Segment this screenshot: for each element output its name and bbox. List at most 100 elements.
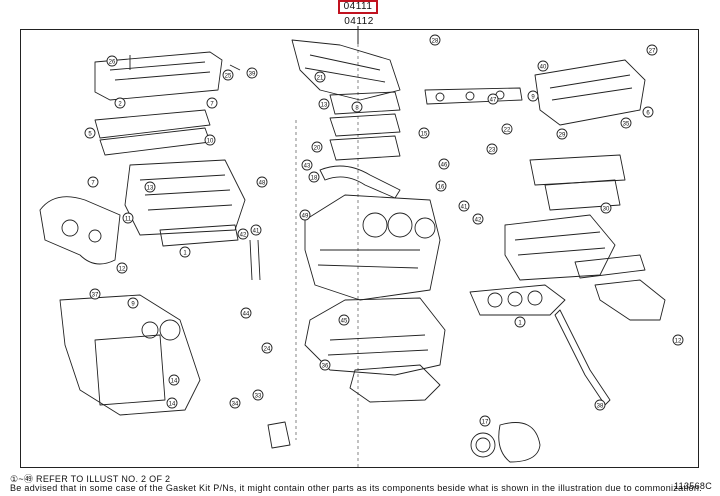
callout-6: 6 [642, 106, 654, 118]
callout-28: 28 [429, 34, 441, 46]
oil-pan-gasket [349, 364, 441, 403]
callout-23: 23 [486, 143, 498, 155]
callout-number: 7 [91, 180, 95, 186]
callout-number: 45 [341, 318, 348, 324]
callout-number: 5 [88, 131, 92, 137]
callout-25: 25 [222, 69, 234, 81]
callout-number: 9 [531, 94, 535, 100]
callout-35: 35 [620, 117, 632, 129]
callout-number: 42 [475, 217, 482, 223]
callout-number: 38 [597, 403, 604, 409]
water-inlet [267, 421, 291, 449]
callout-number: 2 [118, 101, 122, 107]
kit-code-box[interactable]: 04111 [338, 0, 378, 14]
callout-15: 15 [418, 127, 430, 139]
callout-36: 36 [319, 359, 331, 371]
callout-16: 16 [435, 180, 447, 192]
callout-37: 37 [89, 288, 101, 300]
oil-pan [304, 297, 446, 376]
valve-cover-right [534, 59, 646, 126]
callout-48: 48 [256, 176, 268, 188]
cylinder-head-left [124, 159, 246, 236]
callout-number: 9 [131, 301, 135, 307]
callout-26: 26 [106, 55, 118, 67]
callout-8: 8 [351, 101, 363, 113]
intake-gasket-left [94, 109, 211, 139]
callout-number: 13 [147, 185, 154, 191]
timing-cover-lower [59, 294, 201, 416]
callout-10: 10 [204, 134, 216, 146]
cylinder-head-right [504, 214, 616, 281]
callout-44: 44 [240, 307, 252, 319]
callout-number: 26 [109, 59, 116, 65]
callout-number: 25 [225, 73, 232, 79]
callout-17: 17 [479, 415, 491, 427]
callout-7: 77 [87, 97, 218, 188]
dipstick-tube [554, 309, 611, 406]
callout-34: 34 [229, 397, 241, 409]
intake-gasket-center [329, 91, 401, 115]
callout-22: 22 [501, 123, 513, 135]
callout-number: 44 [243, 311, 250, 317]
sub-code: 04112 [344, 16, 374, 27]
callout-number: 34 [232, 401, 239, 407]
callout-number: 7 [210, 101, 214, 107]
callout-43: 43 [301, 159, 313, 171]
callout-number: 12 [675, 338, 682, 344]
callout-27: 27 [646, 44, 658, 56]
intake-gasket-right [529, 154, 626, 186]
callout-number: 15 [421, 131, 428, 137]
callout-5: 5 [84, 127, 96, 139]
callout-number: 41 [461, 204, 468, 210]
callout-number: 39 [249, 71, 256, 77]
timing-cover-left [39, 196, 121, 265]
callout-number: 6 [646, 110, 650, 116]
callout-number: 10 [207, 138, 214, 144]
callout-number: 21 [317, 75, 324, 81]
callout-number: 30 [603, 206, 610, 212]
callout-42: 42 42 [237, 213, 484, 240]
callout-number: 16 [438, 184, 445, 190]
callout-number: 22 [504, 127, 511, 133]
callout-number: 27 [649, 48, 656, 54]
callout-30: 30 [600, 202, 612, 214]
head-gasket-right [469, 284, 566, 316]
callout-38: 38 [594, 399, 606, 411]
callout-18: 18 [308, 171, 320, 183]
callout-number: 47 [490, 97, 497, 103]
callout-46: 46 [438, 158, 450, 170]
callout-49: 49 [299, 209, 311, 221]
callout-number: 49 [302, 213, 309, 219]
illustration-ref-number: 113568C [674, 481, 712, 491]
callout-number: 14 [171, 378, 178, 384]
callout-24: 24 [261, 342, 273, 354]
callout-29: 29 [556, 128, 568, 140]
diagram-frame [20, 29, 699, 468]
callout-number: 20 [314, 145, 321, 151]
callout-number: 1 [183, 250, 187, 256]
callout-45: 45 [338, 314, 350, 326]
callout-39: 39 [246, 67, 258, 79]
intake-plenum [291, 39, 401, 101]
callout-number: 46 [441, 162, 448, 168]
rear-oil-seal [470, 432, 496, 458]
kit-code: 04111 [343, 1, 373, 12]
callout-number: 8 [355, 105, 359, 111]
footer-advisory-note: Be advised that in some case of the Gask… [10, 483, 702, 493]
callout-number: 36 [322, 363, 329, 369]
camshaft-right [424, 87, 523, 105]
footer-reference-note: ①~㊾ REFER TO ILLUST NO. 2 OF 2 [10, 474, 171, 484]
callout-number: 17 [482, 419, 489, 425]
callout-number: 42 [240, 232, 247, 238]
callout-number: 14 [169, 401, 176, 407]
callout-number: 1 [518, 320, 522, 326]
callout-number: 28 [432, 38, 439, 44]
callout-40: 40 [537, 60, 549, 72]
callout-number: 23 [489, 147, 496, 153]
callout-20: 20 [311, 141, 323, 153]
water-pipe [319, 165, 401, 199]
callout-number: 29 [559, 132, 566, 138]
head-gasket-left [159, 224, 239, 247]
